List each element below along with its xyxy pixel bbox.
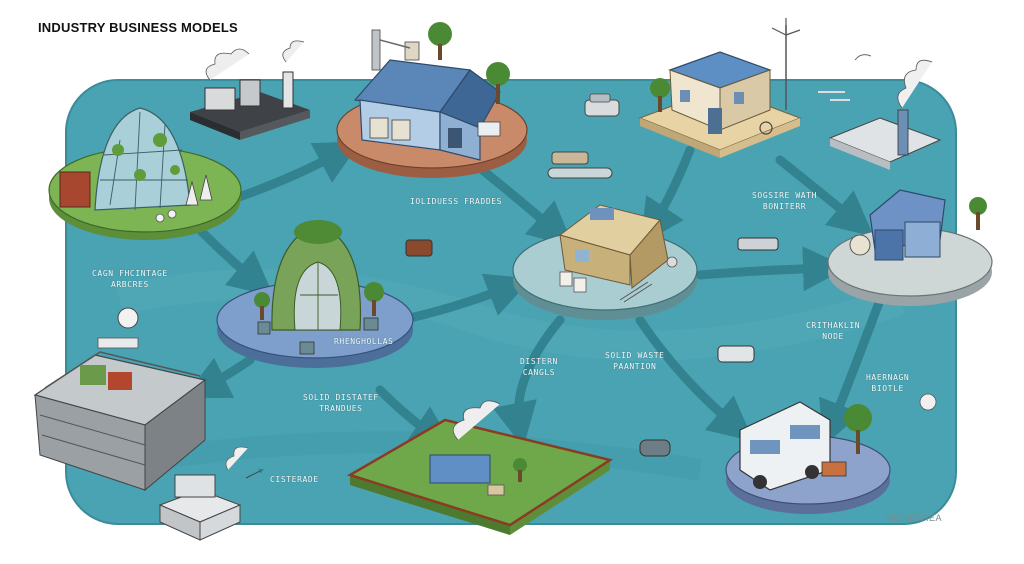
stepped-building	[33, 307, 207, 492]
label-solid-waste-line1: SOLID WASTE	[605, 351, 665, 360]
factory-block-topleft	[190, 40, 310, 140]
watermark: INENETREA	[885, 513, 942, 523]
central-utility-platform	[512, 204, 698, 320]
storage-crate	[158, 446, 264, 541]
label-cogn-storage-line2: ARBCRES	[110, 280, 149, 289]
label-solid-trades-line1: SOLID DISTATEF	[303, 393, 379, 402]
label-secure-waste-line2: BONITERR	[762, 202, 807, 211]
label-cisterade: CISTERADE	[270, 475, 319, 484]
page-title: INDUSTRY BUSINESS MODELS	[38, 20, 238, 35]
processing-platform	[827, 189, 993, 306]
greenhouse-dome-platform	[48, 107, 242, 240]
label-orchard: CRITHAKLIN NODE	[806, 320, 860, 342]
label-cogn-storage-line1: CAGN FHCINTAGE	[92, 269, 168, 278]
label-secure-waste: SOGSIRE WATH BONITERR	[752, 190, 817, 212]
label-solid-waste: SOLID WASTE PAANTION	[605, 350, 665, 372]
small-vehicles	[405, 91, 850, 457]
bio-dome-platform	[216, 220, 414, 368]
label-solid-waste-line2: PAANTION	[613, 362, 657, 371]
label-habitation-line1: HAERNAGN	[866, 373, 910, 382]
label-orchard-line2: NODE	[822, 332, 844, 341]
factory-block-right	[828, 54, 942, 170]
label-renewable: RHENGHOLLAS	[334, 337, 394, 346]
label-distern-line2: CANGLS	[522, 368, 556, 377]
label-distern: DISTERN CANGLS	[520, 356, 558, 378]
fenced-farm	[346, 400, 614, 535]
label-solid-trades: SOLID DISTATEF TRANDUES	[303, 392, 379, 414]
label-industrial-trades: IOLIDUESS FRADDES	[410, 197, 503, 206]
label-secure-waste-line1: SOGSIRE WATH	[752, 191, 817, 200]
label-distern-line1: DISTERN	[520, 357, 558, 366]
house-platform	[638, 18, 802, 158]
rv-platform	[725, 393, 937, 514]
label-cogn-storage: CAGN FHCINTAGE ARBCRES	[92, 268, 168, 290]
label-habitation: HAERNAGN BIOTLE	[866, 372, 909, 394]
label-habitation-line2: BIOTLE	[871, 384, 904, 393]
warehouse-platform	[336, 22, 528, 178]
label-orchard-line1: CRITHAKLIN	[806, 321, 861, 330]
label-solid-trades-line2: TRANDUES	[319, 404, 363, 413]
